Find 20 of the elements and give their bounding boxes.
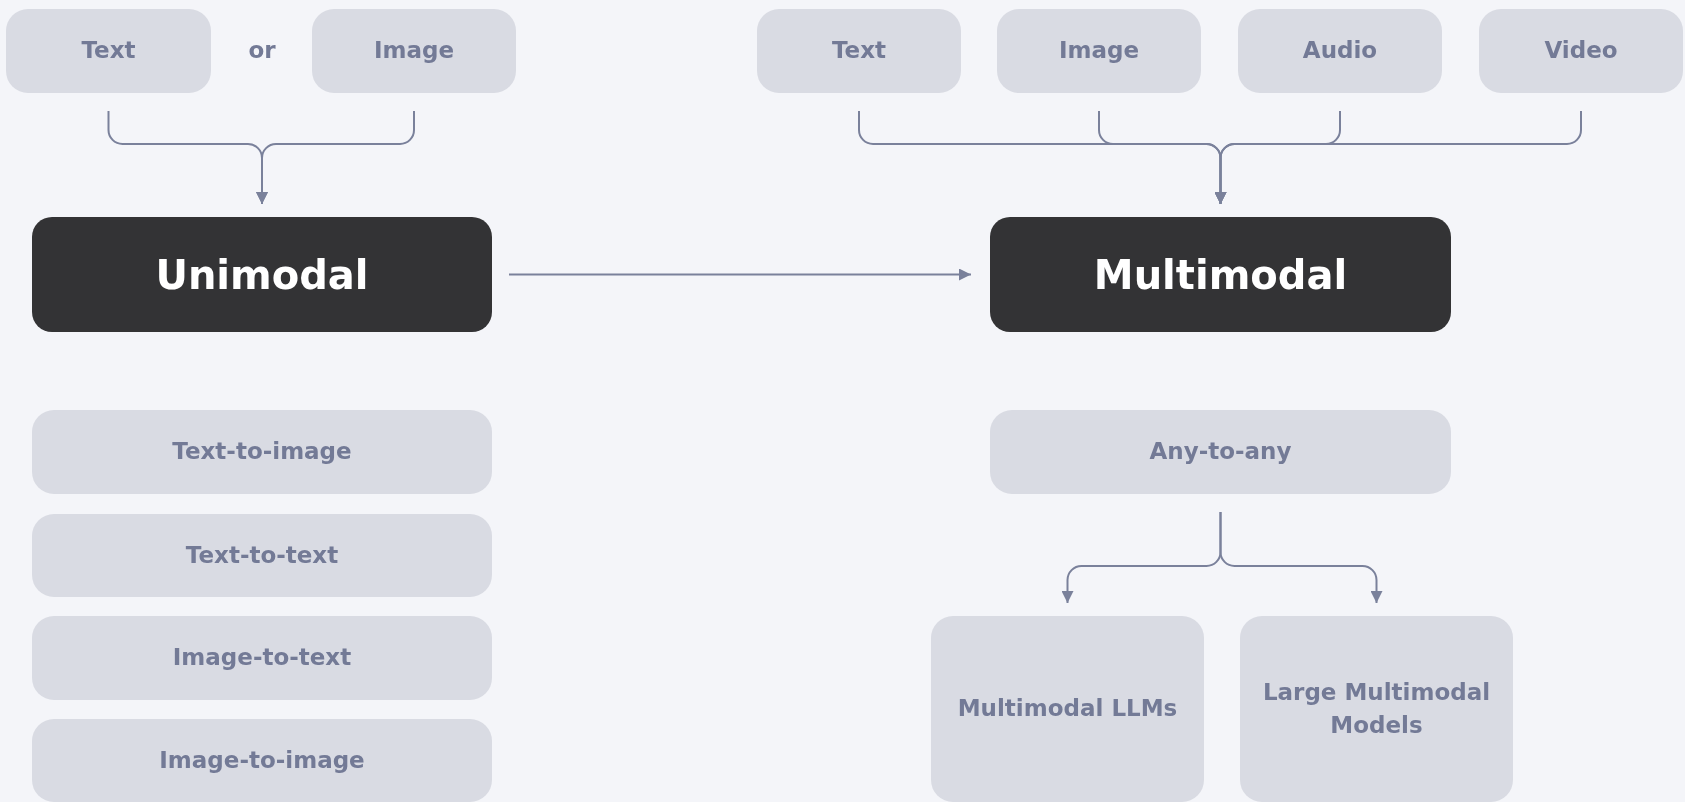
model-box: Text-to-image	[32, 410, 492, 494]
arrow	[508, 268, 972, 281]
model-box: Any-to-any	[990, 410, 1451, 494]
input-box: Audio	[1238, 9, 1442, 93]
connector-word: or	[248, 37, 276, 63]
model-box: Image-to-text	[32, 616, 492, 700]
model-box: Multimodal LLMs	[931, 616, 1204, 802]
input-box: Image	[312, 9, 516, 93]
arrow	[1219, 511, 1383, 604]
model-box: Text-to-text	[32, 514, 492, 597]
input-box: Text	[6, 9, 211, 93]
input-box: Text	[757, 9, 961, 93]
model-box: Image-to-image	[32, 719, 492, 802]
category-box: Multimodal	[990, 217, 1451, 332]
arrow	[1214, 110, 1582, 205]
model-box: Large Multimodal Models	[1240, 616, 1513, 802]
input-box: Video	[1479, 9, 1683, 93]
input-box: Image	[997, 9, 1201, 93]
category-box: Unimodal	[32, 217, 492, 332]
arrow	[256, 110, 415, 205]
